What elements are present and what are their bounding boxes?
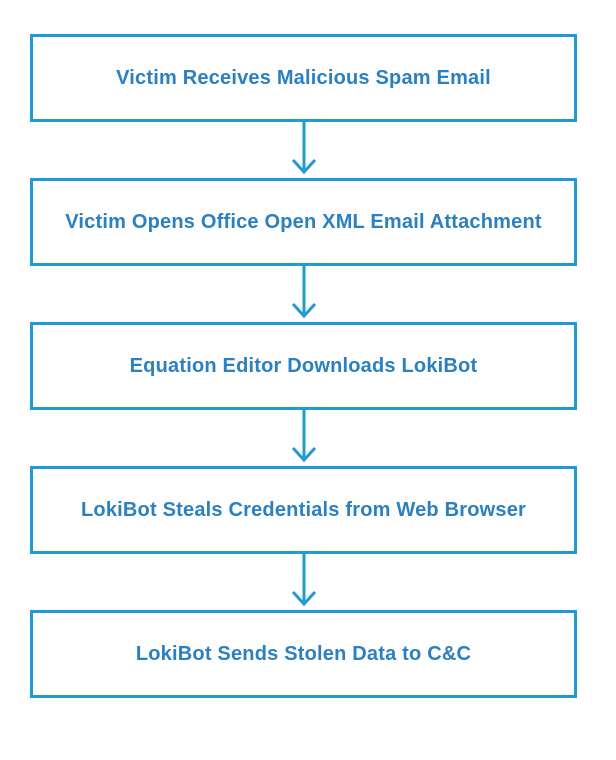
down-arrow-icon [30,122,577,178]
flow-step-spam-email-label: Victim Receives Malicious Spam Email [116,67,491,89]
flow-step-open-attachment-label: Victim Opens Office Open XML Email Attac… [65,211,542,233]
flow-step-steal-credentials-label: LokiBot Steals Credentials from Web Brow… [81,499,526,521]
flow-step-open-attachment: Victim Opens Office Open XML Email Attac… [30,178,577,266]
flow-step-equation-editor-label: Equation Editor Downloads LokiBot [129,355,478,377]
down-arrow-icon [30,554,577,610]
flow-step-send-data-cc-label: LokiBot Sends Stolen Data to C&C [135,643,472,665]
flow-step-spam-email: Victim Receives Malicious Spam Email [30,34,577,122]
down-arrow-icon [30,410,577,466]
flow-step-steal-credentials: LokiBot Steals Credentials from Web Brow… [30,466,577,554]
flowchart-diagram: Victim Receives Malicious Spam Email Vic… [0,34,616,760]
down-arrow-icon [30,266,577,322]
flow-step-equation-editor: Equation Editor Downloads LokiBot [30,322,577,410]
flowchart-column: Victim Receives Malicious Spam Email Vic… [30,34,577,698]
flow-step-send-data-cc: LokiBot Sends Stolen Data to C&C [30,610,577,698]
